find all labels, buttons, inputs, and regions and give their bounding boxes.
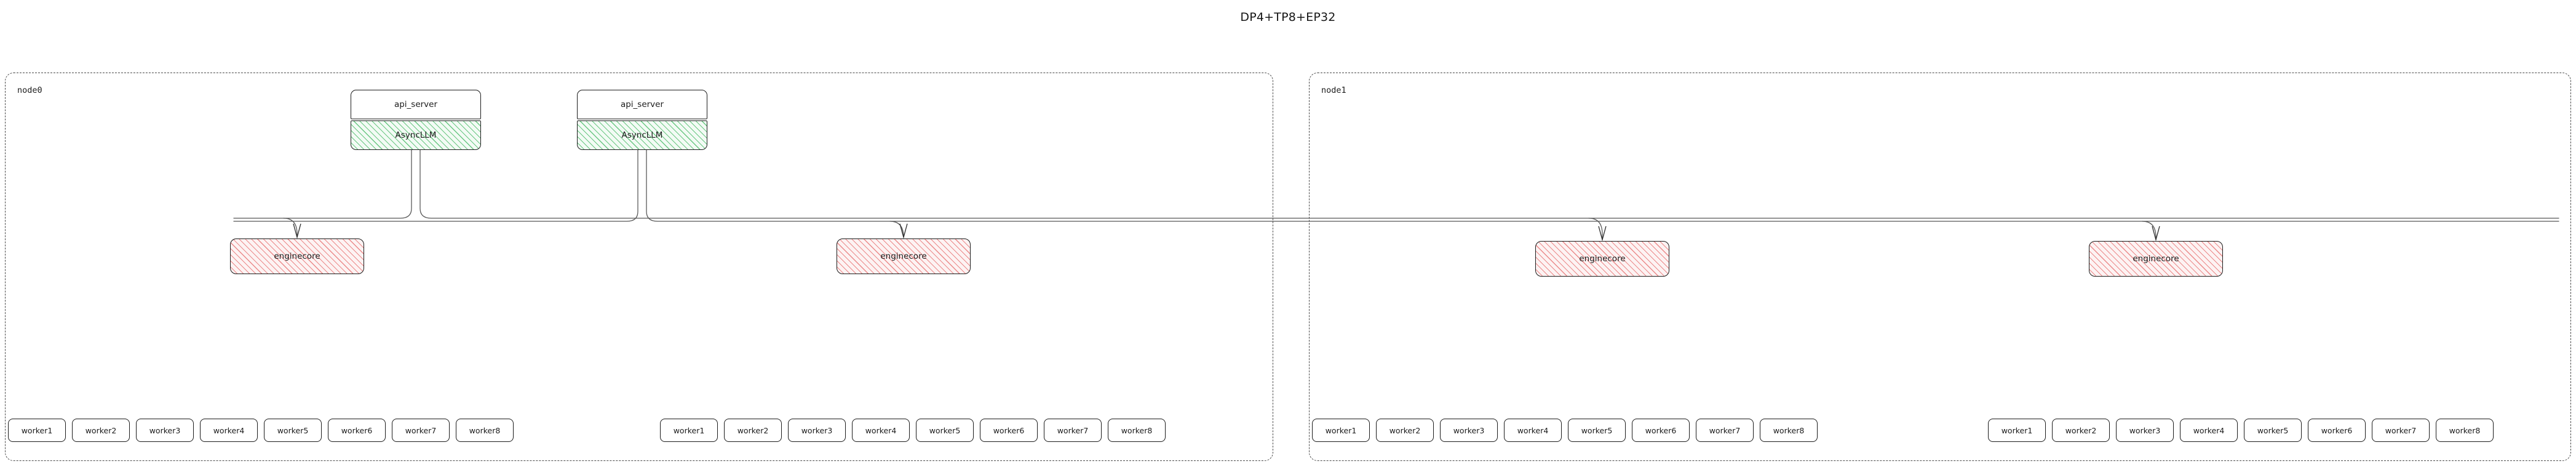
worker-box[interactable]: worker5 [1568, 419, 1626, 442]
worker-box[interactable]: worker6 [1632, 419, 1690, 442]
worker-box[interactable]: worker8 [456, 419, 514, 442]
cluster-label-node1: node1 [1321, 85, 1346, 95]
worker-box[interactable]: worker1 [1312, 419, 1370, 442]
worker-box-label: worker6 [1645, 425, 1677, 435]
worker-box-label: worker6 [341, 425, 373, 435]
worker-box[interactable]: worker7 [1696, 419, 1754, 442]
page-title: DP4+TP8+EP32 [1240, 10, 1336, 24]
enginecore-box-label: enginecore [274, 251, 320, 261]
worker-box-label: worker4 [213, 425, 245, 435]
worker-box[interactable]: worker2 [72, 419, 130, 442]
worker-box[interactable]: worker2 [724, 419, 782, 442]
worker-box-label: worker1 [673, 425, 705, 435]
worker-box-label: worker1 [2001, 425, 2033, 435]
worker-box-label: worker7 [1057, 425, 1089, 435]
worker-box-label: worker6 [993, 425, 1025, 435]
cluster-label-node0: node0 [17, 85, 42, 95]
worker-box[interactable]: worker4 [2180, 419, 2238, 442]
worker-box-label: worker8 [469, 425, 501, 435]
worker-box[interactable]: worker8 [1108, 419, 1166, 442]
worker-box-label: worker3 [1453, 425, 1485, 435]
cluster-node1 [1309, 73, 2571, 461]
api-server-box-label: api_server [620, 100, 664, 109]
worker-box[interactable]: worker2 [1376, 419, 1434, 442]
api-server-box-label: api_server [394, 100, 438, 109]
enginecore-box-label: enginecore [1579, 254, 1626, 264]
worker-box[interactable]: worker3 [1440, 419, 1498, 442]
worker-box[interactable]: worker5 [264, 419, 322, 442]
worker-box[interactable]: worker3 [788, 419, 846, 442]
worker-box[interactable]: worker5 [916, 419, 974, 442]
worker-box[interactable]: worker3 [2116, 419, 2174, 442]
worker-box[interactable]: worker8 [2436, 419, 2494, 442]
worker-box-label: worker7 [405, 425, 437, 435]
worker-box[interactable]: worker6 [980, 419, 1038, 442]
worker-box-label: worker5 [277, 425, 309, 435]
worker-box-label: worker2 [85, 425, 117, 435]
worker-box[interactable]: worker1 [1988, 419, 2046, 442]
worker-box[interactable]: worker1 [660, 419, 718, 442]
worker-box-label: worker5 [2257, 425, 2289, 435]
worker-box-label: worker4 [1517, 425, 1549, 435]
enginecore-box[interactable]: enginecore [2089, 241, 2223, 277]
worker-box[interactable]: worker4 [1504, 419, 1562, 442]
worker-box[interactable]: worker4 [200, 419, 258, 442]
worker-box[interactable]: worker2 [2052, 419, 2110, 442]
worker-box[interactable]: worker3 [136, 419, 194, 442]
worker-box-label: worker3 [149, 425, 181, 435]
enginecore-box-label: enginecore [880, 251, 927, 261]
worker-box-label: worker8 [1773, 425, 1805, 435]
worker-box[interactable]: worker8 [1760, 419, 1818, 442]
worker-box-label: worker3 [801, 425, 833, 435]
worker-box[interactable]: worker7 [392, 419, 450, 442]
worker-box[interactable]: worker7 [2372, 419, 2430, 442]
async-llm-box[interactable]: AsyncLLM [351, 120, 481, 150]
worker-box[interactable]: worker5 [2244, 419, 2302, 442]
worker-box-label: worker6 [2321, 425, 2353, 435]
worker-box-label: worker3 [2129, 425, 2161, 435]
worker-box-label: worker2 [1389, 425, 1421, 435]
worker-box-label: worker7 [2385, 425, 2417, 435]
worker-box-label: worker1 [21, 425, 53, 435]
worker-box-label: worker2 [2065, 425, 2097, 435]
enginecore-box[interactable]: enginecore [837, 238, 971, 274]
enginecore-box-label: enginecore [2133, 254, 2179, 264]
worker-box-label: worker8 [2449, 425, 2481, 435]
async-llm-box-label: AsyncLLM [621, 130, 663, 140]
worker-box-label: worker4 [2193, 425, 2225, 435]
worker-box-label: worker5 [1581, 425, 1613, 435]
worker-box[interactable]: worker1 [8, 419, 66, 442]
async-llm-box-label: AsyncLLM [395, 130, 437, 140]
worker-box[interactable]: worker6 [328, 419, 386, 442]
api-server-box[interactable]: api_server [351, 90, 481, 119]
worker-box-label: worker8 [1121, 425, 1153, 435]
worker-box[interactable]: worker6 [2308, 419, 2366, 442]
enginecore-box[interactable]: enginecore [230, 238, 364, 274]
worker-box-label: worker4 [865, 425, 897, 435]
api-server-box[interactable]: api_server [577, 90, 707, 119]
async-llm-box[interactable]: AsyncLLM [577, 120, 707, 150]
worker-box[interactable]: worker7 [1044, 419, 1102, 442]
worker-box-label: worker7 [1709, 425, 1741, 435]
worker-box-label: worker5 [929, 425, 961, 435]
worker-box-label: worker1 [1325, 425, 1357, 435]
worker-box-label: worker2 [737, 425, 769, 435]
worker-box[interactable]: worker4 [852, 419, 910, 442]
enginecore-box[interactable]: enginecore [1535, 241, 1669, 277]
cluster-node0 [5, 73, 1273, 461]
